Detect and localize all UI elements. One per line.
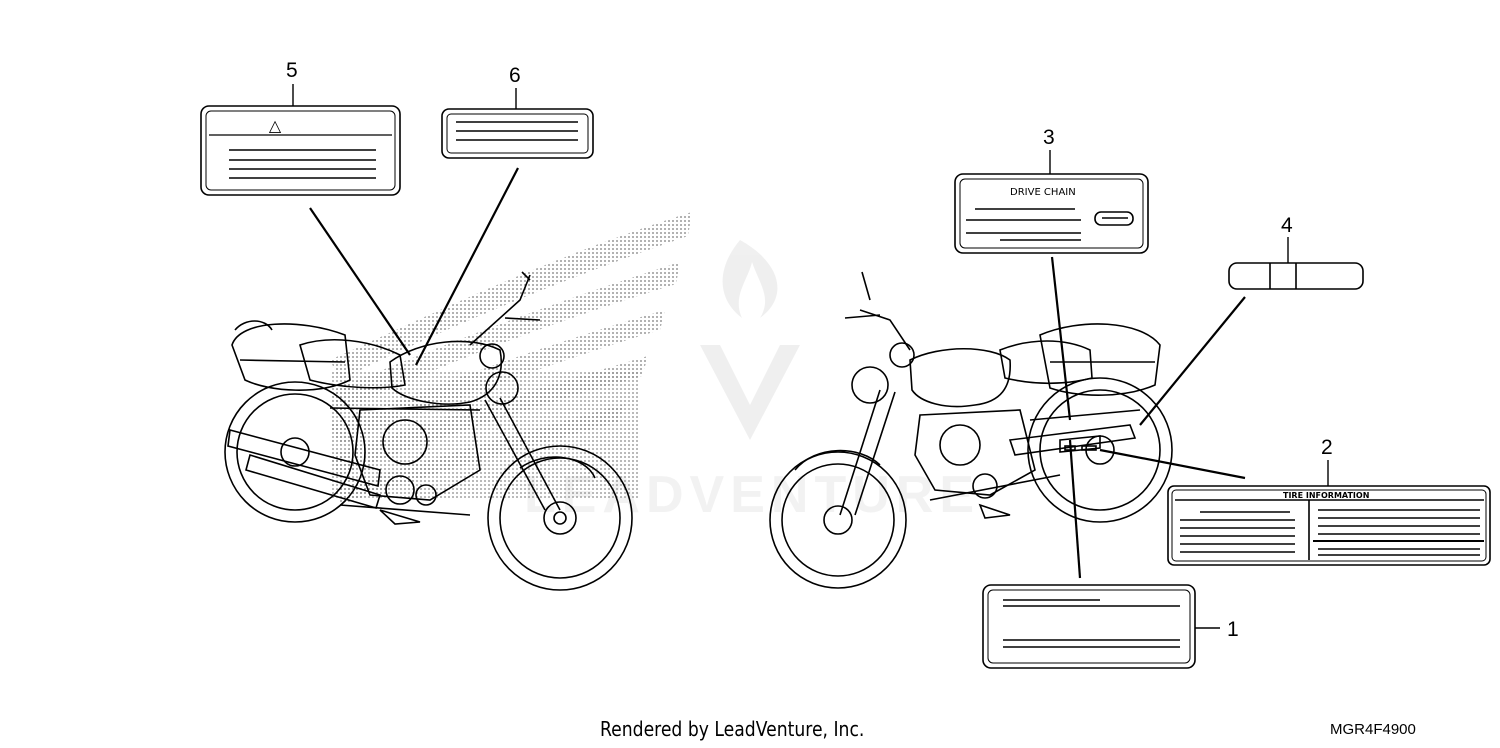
label-2-tire-information bbox=[1167, 485, 1491, 566]
leader-4 bbox=[1139, 296, 1246, 426]
callout-5: 5 bbox=[286, 59, 298, 82]
right-motorcycle bbox=[769, 271, 1173, 589]
footer-credit: Rendered by LeadVenture, Inc. bbox=[600, 717, 865, 741]
label-6 bbox=[441, 108, 594, 159]
wing-emblem bbox=[330, 212, 692, 505]
callout-4: 4 bbox=[1281, 214, 1293, 237]
leader-lines bbox=[292, 84, 1329, 629]
leader-1 bbox=[1068, 439, 1082, 579]
callout-1: 1 bbox=[1227, 618, 1239, 641]
label-5-warning bbox=[200, 105, 401, 196]
leader-6 bbox=[415, 167, 519, 366]
left-motorcycle bbox=[224, 212, 692, 591]
callout-6: 6 bbox=[509, 64, 521, 87]
leader-2 bbox=[1099, 448, 1246, 480]
drive-chain-text: DRIVE CHAIN bbox=[1010, 187, 1076, 198]
callout-2: 2 bbox=[1321, 436, 1333, 459]
label-3-drive-chain bbox=[954, 173, 1149, 254]
warning-triangle-icon: △ bbox=[269, 116, 282, 135]
leader-5 bbox=[309, 207, 411, 356]
label-1 bbox=[982, 584, 1196, 669]
leader-3 bbox=[1050, 256, 1072, 421]
tire-information-text: TIRE INFORMATION bbox=[1283, 491, 1369, 500]
part-code: MGR4F4900 bbox=[1330, 721, 1416, 738]
callout-3: 3 bbox=[1043, 126, 1055, 149]
label-4 bbox=[1228, 262, 1364, 290]
